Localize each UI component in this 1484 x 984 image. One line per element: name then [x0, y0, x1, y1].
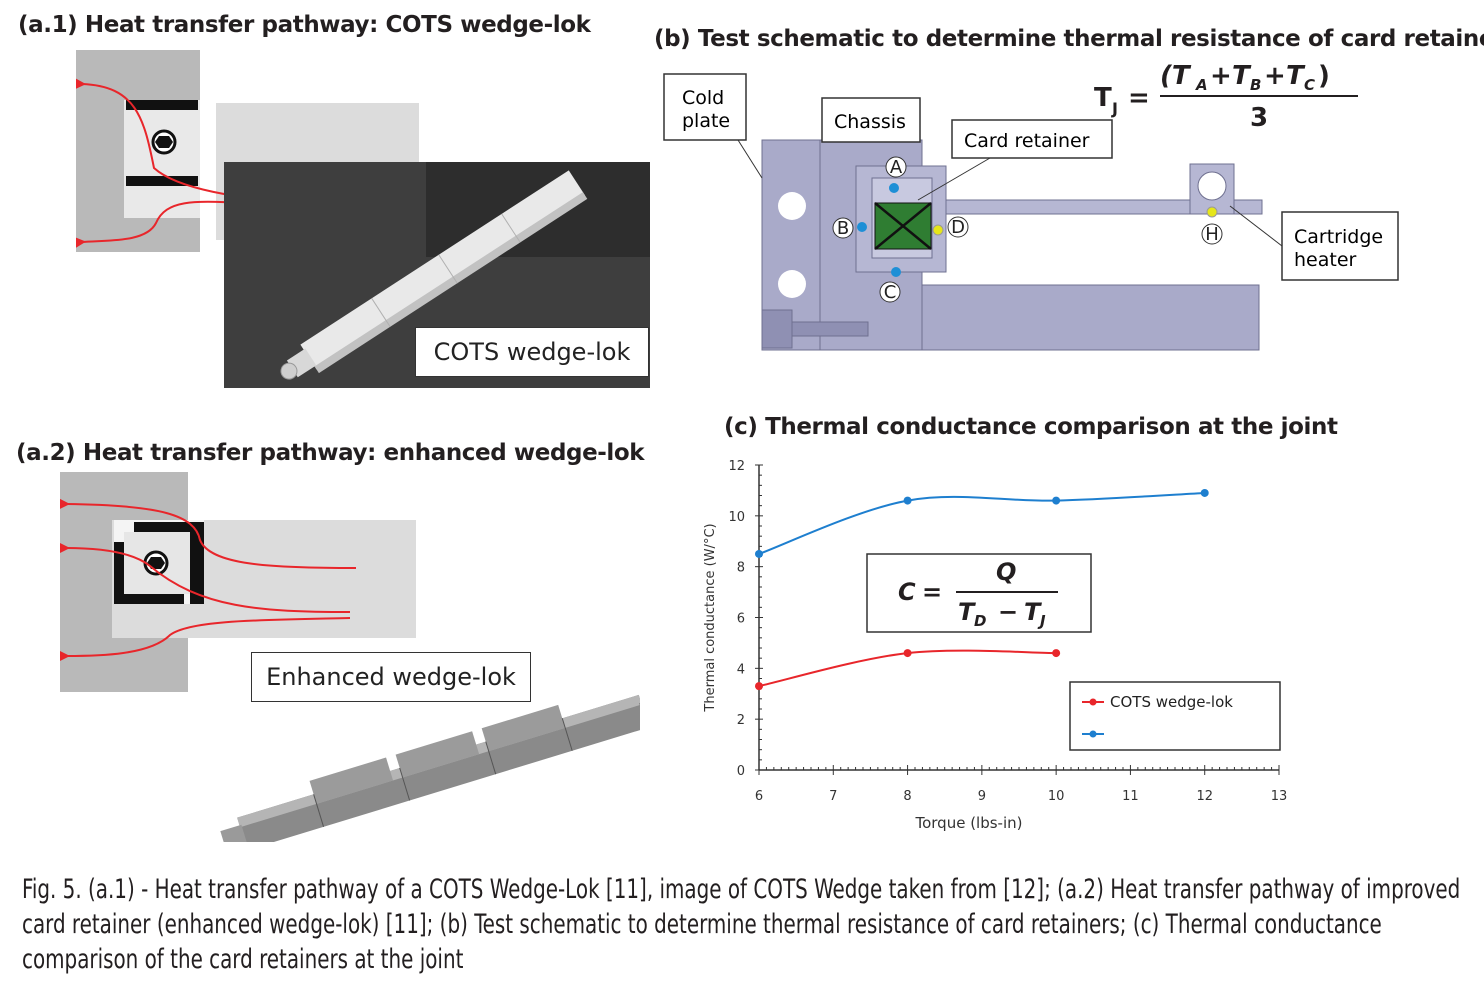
- conductance-formula: C = Q T D − T J: [898, 558, 1058, 630]
- x-tick-label: 7: [829, 789, 837, 804]
- y-axis-label: Thermal conductance (W/°C): [703, 523, 718, 712]
- svg-text:B: B: [1250, 76, 1261, 94]
- svg-text:=: =: [922, 578, 942, 606]
- series-1-point: [1052, 496, 1061, 505]
- series-0-point: [755, 682, 763, 691]
- x-tick-label: 9: [978, 789, 986, 804]
- svg-text:(T: (T: [1160, 61, 1192, 91]
- enhanced-photo-label: Enhanced wedge-lok: [251, 652, 531, 702]
- series-0-point: [903, 649, 912, 658]
- y-tick-label: 0: [737, 764, 745, 779]
- y-tick-label: 2: [737, 713, 745, 728]
- y-tick-label: 6: [737, 612, 745, 627]
- svg-text:Cartridge: Cartridge: [1294, 226, 1383, 248]
- legend-label-cots: COTS wedge-lok: [1110, 693, 1233, 711]
- tj-formula: T J = (T A + T B + T C ) 3: [1094, 61, 1358, 133]
- point-a-marker: [889, 183, 899, 193]
- svg-text:Card retainer: Card retainer: [964, 130, 1090, 152]
- svg-text:+: +: [1210, 61, 1232, 91]
- svg-text:J: J: [1111, 99, 1118, 118]
- point-b-label: B: [837, 218, 849, 239]
- svg-text:Q: Q: [996, 558, 1016, 586]
- svg-text:3: 3: [1250, 103, 1268, 133]
- series-0-point: [1052, 649, 1061, 658]
- svg-text:C: C: [898, 578, 916, 606]
- chassis-callout: [821, 97, 921, 143]
- svg-text:heater: heater: [1294, 249, 1357, 271]
- enhanced-pathway-diagram: [60, 472, 640, 842]
- x-tick-label: 13: [1271, 789, 1288, 804]
- series-1-point: [1200, 488, 1209, 497]
- point-h-label: H: [1205, 224, 1219, 245]
- x-axis-label: Torque (lbs-in): [914, 814, 1022, 832]
- svg-text:T: T: [1024, 598, 1042, 626]
- point-c-label: C: [884, 282, 897, 303]
- x-tick-label: 12: [1196, 789, 1213, 804]
- x-tick-label: 6: [755, 789, 763, 804]
- panel-a1-title: (a.1) Heat transfer pathway: COTS wedge-…: [18, 12, 591, 38]
- series-1-point: [903, 496, 912, 505]
- y-tick-label: 4: [737, 662, 745, 677]
- x-tick-label: 10: [1048, 789, 1065, 804]
- svg-text:A: A: [1195, 76, 1208, 94]
- y-tick-label: 12: [728, 459, 745, 474]
- point-d-marker: [932, 224, 944, 236]
- svg-text:T: T: [1286, 61, 1306, 91]
- svg-text:T: T: [958, 598, 976, 626]
- svg-text:D: D: [974, 612, 986, 630]
- y-tick-label: 10: [728, 510, 745, 525]
- svg-text:Cold: Cold: [682, 87, 724, 109]
- svg-text:Chassis: Chassis: [834, 111, 906, 133]
- svg-text:T: T: [1094, 83, 1112, 113]
- panel-c-title: (c) Thermal conductance comparison at th…: [724, 414, 1338, 440]
- card-retainer-callout: [951, 119, 1113, 159]
- svg-text:plate: plate: [682, 110, 730, 132]
- svg-text:+: +: [1264, 61, 1286, 91]
- point-h-marker: [1206, 206, 1218, 218]
- chart-legend: [1069, 681, 1281, 751]
- cold-plate-callout: [663, 73, 747, 141]
- point-d-label: D: [951, 217, 965, 238]
- svg-text:T: T: [1232, 61, 1252, 91]
- enhanced-wedge-photo: [220, 694, 640, 842]
- cartridge-heater-callout: [1281, 211, 1399, 281]
- figure-caption: Fig. 5. (a.1) - Heat transfer pathway of…: [22, 874, 1461, 975]
- svg-text:C: C: [1304, 76, 1315, 94]
- cots-photo-label: COTS wedge-lok: [415, 327, 649, 377]
- svg-text:−: −: [998, 598, 1018, 626]
- panel-b-title: (b) Test schematic to determine thermal …: [654, 26, 1484, 52]
- series-1-point: [755, 549, 763, 558]
- y-tick-label: 8: [737, 561, 745, 576]
- point-b-marker: [857, 222, 867, 232]
- panel-a2-title: (a.2) Heat transfer pathway: enhanced we…: [16, 440, 645, 466]
- svg-text:=: =: [1128, 83, 1150, 113]
- x-tick-label: 11: [1122, 789, 1139, 804]
- point-c-marker: [891, 267, 901, 277]
- test-schematic: A B C D H Cold plate Chassis Card retain…: [663, 61, 1399, 351]
- series-1-line: [758, 491, 1205, 555]
- point-a-label: A: [890, 157, 903, 178]
- x-tick-label: 8: [903, 789, 911, 804]
- svg-text:): ): [1318, 61, 1330, 91]
- svg-text:J: J: [1037, 612, 1046, 630]
